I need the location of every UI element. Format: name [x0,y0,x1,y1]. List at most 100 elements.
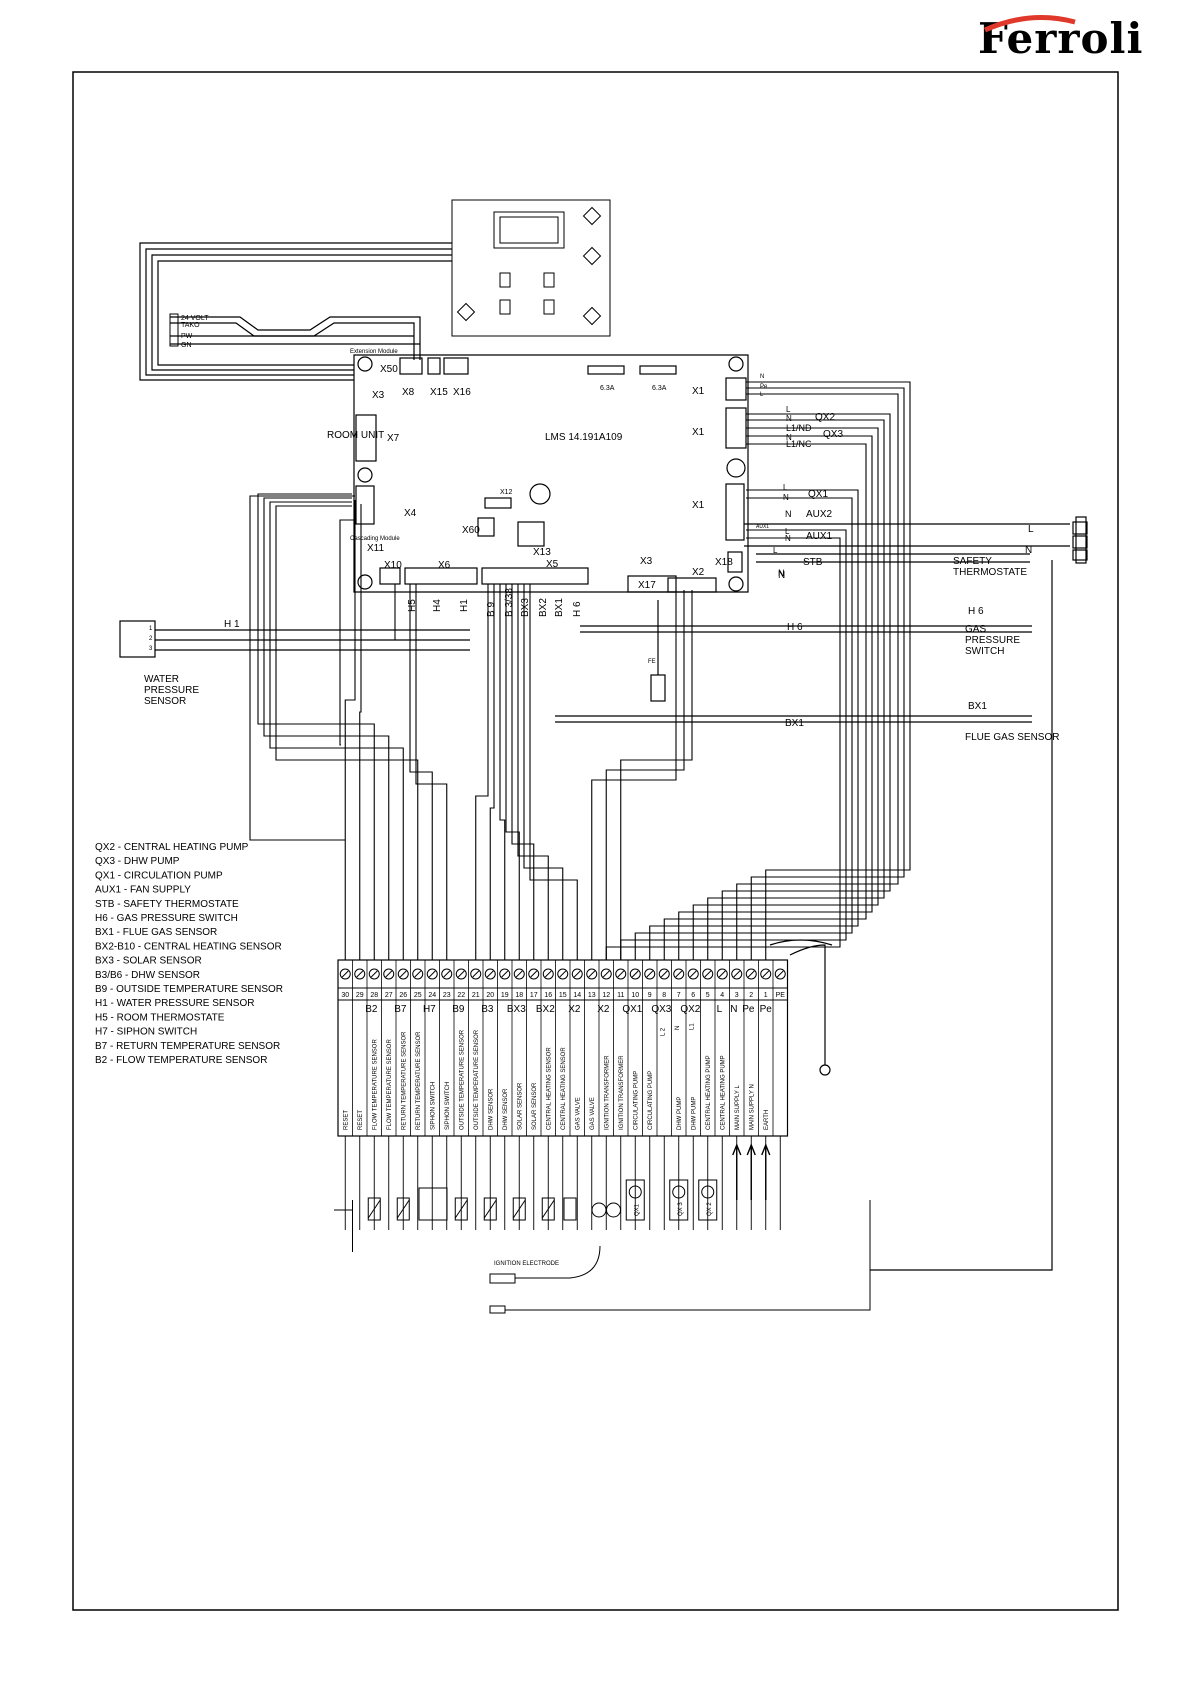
pin-label-x5: H 6 [572,601,583,617]
wire [605,590,685,960]
terminal-number: 12 [602,992,610,999]
terminal-group-label: BX3 [507,1004,526,1015]
page-frame [72,71,1119,1611]
legend-item: H5 - ROOM THERMOSTATE [95,1012,225,1023]
terminal-description: CENTRAL HEATING PUMP [706,1055,712,1130]
conn-x12: X12 [500,489,513,496]
x1-bot-pin-n2: N [785,509,792,519]
terminal-group-label: Pe [742,1004,755,1015]
terminal-number: 10 [631,992,639,999]
conn-x11: X11 [367,543,384,554]
conn-x50: X50 [380,364,398,375]
terminal-description: GAS VALVE [590,1097,596,1130]
wire [605,537,841,960]
x1-label-qx2: QX2 [815,412,835,423]
pump-symbol-label: QX 2 [707,1202,713,1216]
terminal-description: EARTH [764,1110,770,1130]
terminal-number: 4 [720,992,724,999]
terminal-number: 8 [662,992,666,999]
wire [344,500,356,960]
wire [523,584,564,960]
terminal-description: IGNITION TRANSFORMER [604,1055,610,1130]
wire [263,497,390,960]
wire [634,497,853,960]
display-bus-wires [139,242,452,381]
terminal-group-label: QX3 [651,1004,671,1015]
terminal-number: 30 [341,992,349,999]
wire [511,584,535,960]
terminal-description: CENTRAL HEATING SENSOR [546,1047,552,1130]
pump-symbol-label: QX1 [634,1203,640,1216]
ignition-electrode-label: IGNITION ELECTRODE [494,1261,559,1267]
x1-top-pin-pe: Pe [760,384,768,390]
legend-item: AUX1 - FAN SUPPLY [95,885,191,896]
water-sensor-pin-2: 2 [149,636,153,642]
terminal-number: 1 [764,992,768,999]
terminal-group-label: X2 [597,1004,610,1015]
legend-item: B7 - RETURN TEMPERATURE SENSOR [95,1041,280,1052]
x1-label-qx3: QX3 [823,429,843,440]
legend-item: STB - SAFETY THERMOSTATE [95,899,239,910]
terminal-group-label: B3 [481,1004,494,1015]
terminal-description: MAIN SUPPLY N [749,1084,755,1130]
terminal-sub-label: L 2 [660,1027,666,1036]
terminal-description: SOLAR SENSOR [517,1082,523,1130]
terminal-number: 29 [356,992,364,999]
terminal-number: PE [776,992,786,999]
terminal-number: 26 [399,992,407,999]
wire [692,427,879,960]
wire [529,584,578,960]
wire [746,387,905,960]
terminal-group-label: QX2 [680,1004,700,1015]
terminal-description: FLOW TEMPERATURE SENSOR [372,1039,378,1130]
pin-label-x5: BX3 [520,598,531,617]
legend-item: B9 - OUTSIDE TEMPERATURE SENSOR [95,984,283,995]
wire-label-h6-right: H 6 [968,606,984,617]
wire [591,590,677,960]
terminal-number: 3 [735,992,739,999]
wire [746,381,911,960]
conn-x13: X13 [533,547,551,558]
conn-x7: X7 [387,433,400,444]
fuse-label-1: 6.3A [600,385,615,392]
wire [415,584,448,960]
wire-label-n: N [1025,545,1032,556]
external-devices [119,516,1088,1271]
terminal-group-label: L [717,1004,723,1015]
legend-item: H7 - SIPHON SWITCH [95,1027,197,1038]
board-fe-label: FE [648,659,656,665]
logo-arc [983,15,1076,33]
wiring-bundle [155,381,911,960]
pin-label-x6: H5 [407,599,418,612]
terminal-group-label: B7 [394,1004,407,1015]
conn-x4: X4 [404,508,417,519]
terminal-number: 14 [573,992,581,999]
conn-x2: X2 [692,567,705,578]
x1-mid-pin-l: L [786,405,791,414]
wire [359,504,362,960]
terminal-number: 24 [428,992,436,999]
x1-bot-pin-l3: L [773,546,778,555]
wire [499,584,506,960]
wire [736,393,899,960]
legend-item: QX1 - CIRCULATION PUMP [95,870,223,881]
terminal-number: 21 [472,992,480,999]
terminal-description: CENTRAL HEATING PUMP [720,1055,726,1130]
legend-item: H6 - GAS PRESSURE SWITCH [95,913,238,924]
terminal-description: OUTSIDE TEMPERATURE SENSOR [474,1029,480,1130]
conn-x6: X6 [438,560,451,571]
x1-bot-pin-n4: N [778,568,785,578]
legend-item: BX2-B10 - CENTRAL HEATING SENSOR [95,941,282,952]
wire [517,584,549,960]
flue-gas-sensor-label: FLUE GAS SENSOR [965,732,1059,743]
wire-label-h1: H 1 [224,619,240,630]
ignition-electrode [489,1200,871,1314]
terminal-sub-label: N [675,1026,681,1030]
terminal-description: OUTSIDE TEMPERATURE SENSOR [459,1029,465,1130]
terminal-description: MAIN SUPPLY L [735,1085,741,1130]
